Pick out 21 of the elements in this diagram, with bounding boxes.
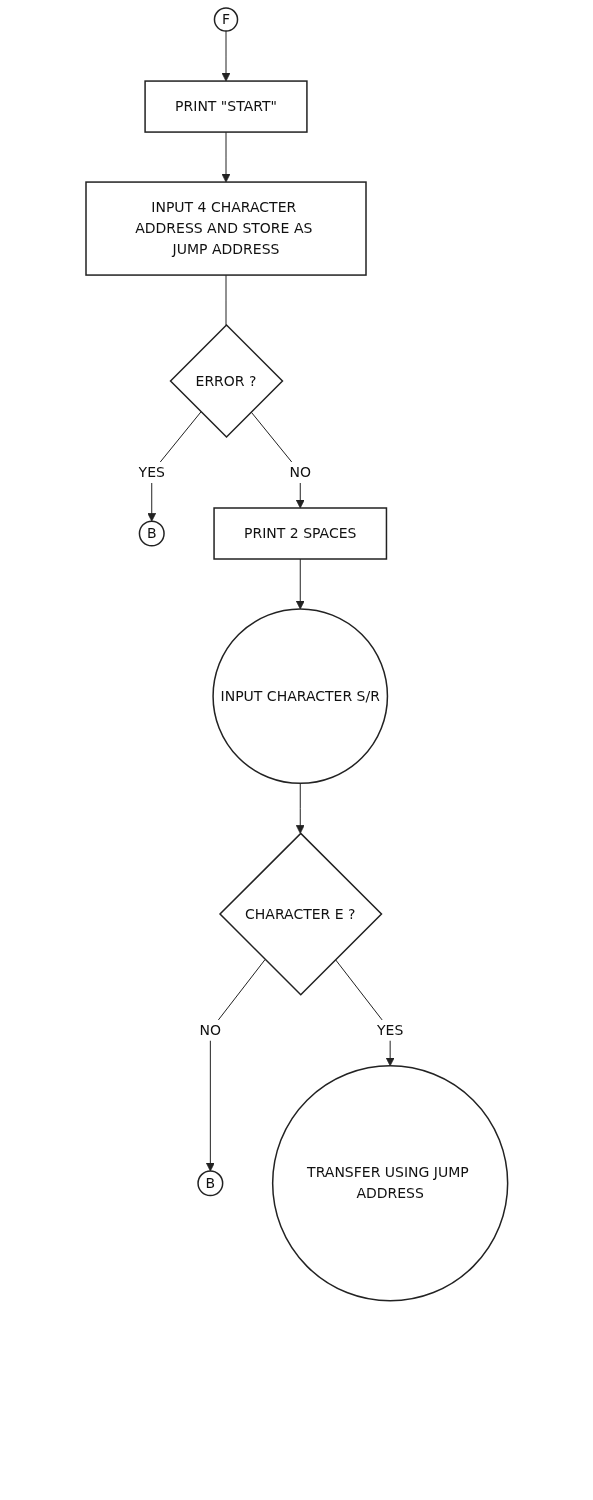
edge-label: YES (138, 464, 165, 480)
arrow (295, 558, 305, 610)
connector (225, 274, 227, 326)
arrow (250, 411, 305, 509)
edge-label: YES (376, 1021, 403, 1038)
node-circle: INPUT CHARACTER S/R (212, 608, 388, 785)
arrow (295, 782, 305, 834)
arrow (221, 30, 231, 82)
node-circle: F (213, 7, 238, 32)
node-box: INPUT 4 CHARACTER ADDRESS AND STORE AS JUMP ADDRESS (84, 181, 367, 276)
node-box: PRINT 2 SPACES (212, 507, 387, 560)
node-box: PRINT "START" (144, 80, 308, 133)
node-diamond: CHARACTER E ? (218, 832, 383, 996)
arrow (205, 959, 266, 1172)
node-circle: TRANSFER USING JUMP ADDRESS (271, 1065, 509, 1302)
node-circle: B (138, 520, 165, 547)
edge-label: NO (199, 1021, 221, 1038)
edge-label: NO (289, 464, 311, 480)
node-circle: B (196, 1170, 224, 1197)
node-diamond: ERROR ? (169, 324, 284, 439)
arrow (221, 131, 231, 183)
